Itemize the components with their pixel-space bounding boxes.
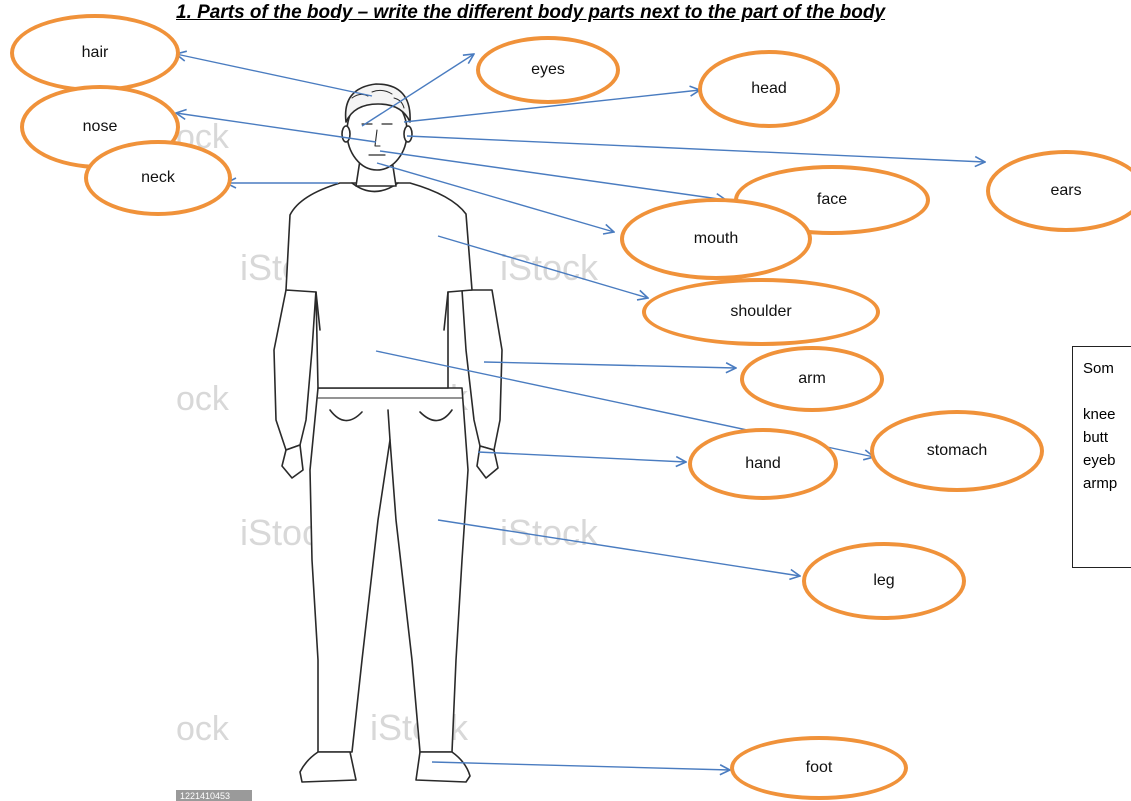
word-hint-box: Som knee butt eyeb armp (1072, 346, 1131, 568)
label-stomach: stomach (870, 410, 1044, 492)
label-mouth: mouth (620, 198, 812, 280)
label-foot: foot (730, 736, 908, 800)
hint-word: knee (1083, 403, 1131, 426)
arrow-ears (407, 136, 985, 162)
hint-word: eyeb (1083, 449, 1131, 472)
label-leg: leg (802, 542, 966, 620)
label-head-text: head (751, 80, 787, 98)
label-hair-text: hair (82, 44, 109, 62)
arrow-hand (478, 452, 686, 462)
label-nose-text: nose (83, 118, 118, 136)
arrow-foot (432, 762, 730, 770)
arrow-leg (438, 520, 800, 576)
label-mouth-text: mouth (694, 230, 738, 248)
label-shoulder-text: shoulder (730, 303, 791, 321)
label-stomach-text: stomach (927, 442, 987, 460)
svg-text:iStock: iStock (500, 247, 599, 288)
hint-heading: Som (1083, 357, 1131, 380)
arrow-hair (176, 54, 372, 96)
svg-text:ock: ock (176, 380, 230, 418)
label-neck-text: neck (141, 169, 175, 187)
label-arm: arm (740, 346, 884, 412)
hint-word: butt (1083, 426, 1131, 449)
arrow-arm (484, 362, 736, 368)
label-hair: hair (10, 14, 180, 92)
label-foot-text: foot (806, 759, 833, 777)
hint-word: armp (1083, 472, 1131, 495)
label-arm-text: arm (798, 370, 826, 388)
label-leg-text: leg (873, 572, 894, 590)
label-eyes-text: eyes (531, 61, 565, 79)
label-shoulder: shoulder (642, 278, 880, 346)
svg-text:ock: ock (176, 710, 230, 748)
man-figure (274, 84, 502, 782)
label-hand: hand (688, 428, 838, 500)
label-eyes: eyes (476, 36, 620, 104)
stock-id-tag: 1221410453 (176, 790, 252, 801)
label-face-text: face (817, 191, 847, 209)
label-hand-text: hand (745, 455, 781, 473)
label-head: head (698, 50, 840, 128)
label-ears-text: ears (1050, 182, 1081, 200)
svg-text:1221410453: 1221410453 (180, 791, 230, 801)
label-neck: neck (84, 140, 232, 216)
